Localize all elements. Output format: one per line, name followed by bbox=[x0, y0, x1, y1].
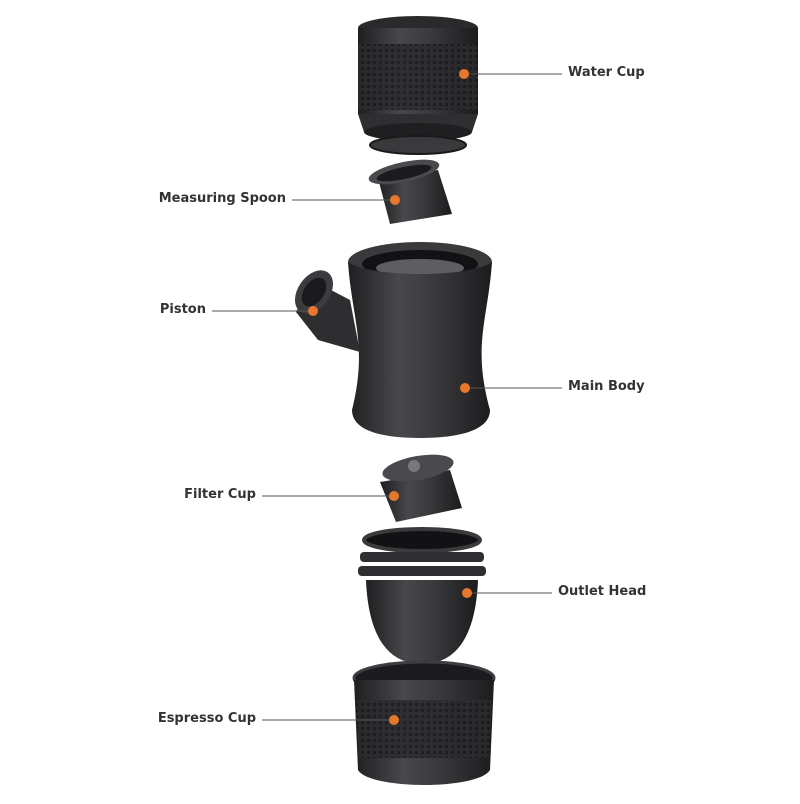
espresso-cup-marker bbox=[389, 715, 399, 725]
espresso-cup-part bbox=[352, 660, 496, 785]
filter-cup-marker bbox=[389, 491, 399, 501]
filter-cup-part bbox=[380, 454, 462, 522]
leader-lines bbox=[212, 73, 562, 721]
piston-part bbox=[294, 270, 360, 352]
outlet-head-marker bbox=[462, 588, 472, 598]
filter-cup-label: Filter Cup bbox=[184, 487, 256, 502]
main-body-label: Main Body bbox=[568, 379, 645, 394]
measuring-spoon-part bbox=[368, 159, 452, 224]
piston-label: Piston bbox=[159, 302, 206, 317]
espresso-cup-label: Espresso Cup bbox=[157, 711, 256, 726]
piston-marker bbox=[308, 306, 318, 316]
outlet-head-part bbox=[358, 527, 486, 664]
measuring-spoon-marker bbox=[390, 195, 400, 205]
water-cup-marker bbox=[459, 69, 469, 79]
part-markers bbox=[308, 69, 472, 725]
water-cup-part bbox=[358, 16, 478, 155]
measuring-spoon-label: Measuring Spoon bbox=[158, 191, 286, 206]
outlet-head-label: Outlet Head bbox=[558, 584, 647, 599]
main-body-marker bbox=[460, 383, 470, 393]
main-body-part bbox=[348, 242, 492, 438]
water-cup-label: Water Cup bbox=[568, 65, 645, 80]
